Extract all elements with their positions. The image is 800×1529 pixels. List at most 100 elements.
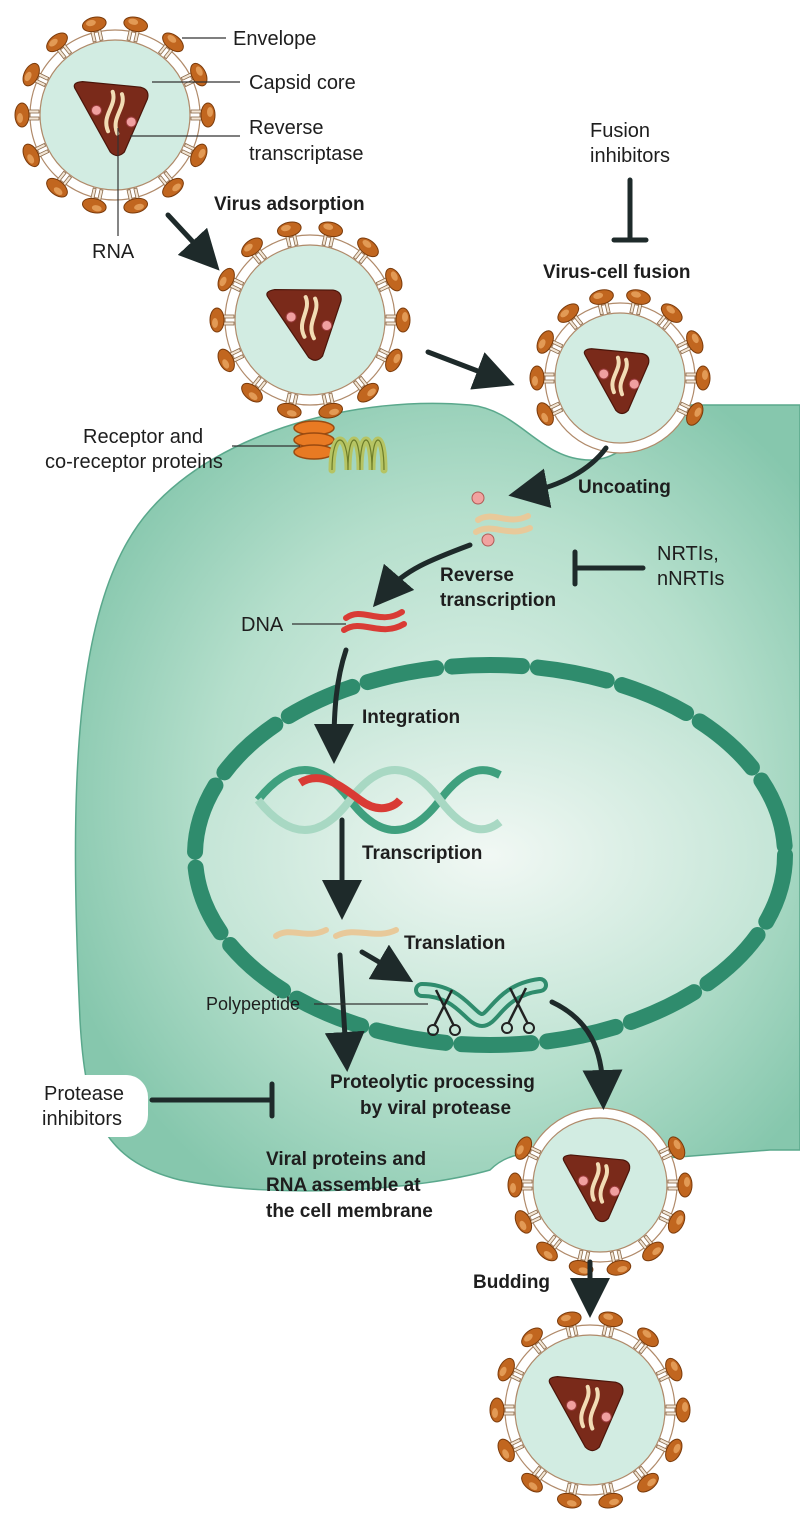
arrow-adsorption: [165, 212, 220, 271]
capsid-core: [548, 1375, 624, 1452]
envelope-spike: [277, 221, 302, 248]
scissors-icon: [501, 987, 535, 1034]
envelope-spike: [655, 1437, 683, 1463]
label-virus-cell-fusion: Virus-cell fusion: [543, 262, 690, 283]
released-virion: [489, 1311, 691, 1509]
label-receptor-line2: co-receptor proteins: [45, 451, 223, 473]
envelope-spike: [497, 1437, 525, 1463]
envelope-spike: [514, 1136, 542, 1161]
label-translation: Translation: [404, 933, 505, 954]
envelope-spike: [157, 32, 184, 60]
label-fusion-line1: Fusion: [590, 120, 650, 142]
virion-membrane: [523, 1108, 677, 1262]
fusion-inhibitor-bar: [611, 177, 649, 243]
label-assemble-line2: RNA assemble at: [266, 1175, 421, 1196]
label-budding: Budding: [473, 1272, 550, 1293]
protease-inhibitor-bar: [149, 1081, 275, 1119]
envelope-spike: [82, 16, 107, 43]
label-receptor-line1: Receptor and: [83, 426, 203, 448]
envelope-spike: [14, 102, 40, 128]
label-capsid-core: Capsid core: [249, 72, 356, 94]
envelope-spike: [626, 289, 651, 316]
envelope-spike: [658, 1136, 686, 1161]
label-rna: RNA: [92, 241, 135, 263]
label-assemble-line3: the cell membrane: [266, 1201, 433, 1222]
label-assemble-line1: Viral proteins and: [266, 1149, 426, 1170]
label-protease-line1: Protease: [44, 1083, 124, 1105]
adsorbing-virion: [209, 221, 411, 419]
envelope-spike: [22, 62, 50, 88]
capsid-core: [583, 348, 650, 415]
label-nrtis-line1: NRTIs,: [657, 543, 719, 565]
envelope-spike: [497, 1357, 525, 1383]
label-reverse-line2: transcriptase: [249, 143, 364, 165]
envelope-spike: [685, 365, 711, 391]
budding-virion: [507, 1107, 693, 1276]
envelope-spike: [514, 1209, 542, 1234]
scissors-icon: [427, 989, 461, 1036]
label-virus-adsorption: Virus adsorption: [214, 194, 365, 215]
envelope-spike: [82, 187, 107, 214]
label-protease-line2: inhibitors: [42, 1108, 122, 1130]
envelope-spike: [375, 267, 403, 293]
envelope-spike: [536, 1234, 563, 1262]
nucleus: [187, 657, 793, 1053]
arrow-uncoating: [508, 445, 609, 508]
envelope-spike: [241, 375, 268, 403]
envelope-spike: [123, 187, 148, 214]
label-reverse-line1: Reverse: [249, 117, 323, 139]
envelope-spike: [521, 1465, 548, 1493]
envelope-spike: [180, 62, 208, 88]
receptor-proteins: [293, 420, 388, 474]
label-fusion-line2: inhibitors: [590, 145, 670, 167]
envelope-spike: [318, 221, 343, 248]
label-reverse-transcription-line2: transcription: [440, 590, 556, 611]
arrow-reverse-transcription: [372, 542, 473, 608]
arrow-integration: [314, 647, 355, 764]
label-proteolytic-line2: by viral protease: [360, 1098, 511, 1119]
envelope-spike: [665, 1397, 691, 1423]
envelope-spike: [209, 307, 235, 333]
envelope-spike: [521, 1327, 548, 1355]
envelope-spike: [489, 1397, 515, 1423]
label-integration: Integration: [362, 707, 460, 728]
envelope-spike: [46, 170, 73, 198]
virion-membrane: [505, 1325, 675, 1495]
capsid-core: [562, 1154, 631, 1223]
host-dna-helix: [254, 766, 503, 834]
envelope-spike: [667, 1172, 693, 1198]
label-dna: DNA: [241, 614, 284, 636]
capsid-core: [266, 288, 342, 361]
label-uncoating: Uncoating: [578, 477, 671, 498]
envelope-spike: [217, 267, 245, 293]
envelope-spike: [676, 401, 704, 426]
uncoated-rna: [471, 491, 533, 547]
envelope-spike: [676, 330, 704, 355]
envelope-spike: [557, 303, 584, 331]
virion-membrane: [545, 303, 695, 453]
envelope-spike: [217, 347, 245, 373]
arrow-proteolytic: [324, 952, 365, 1072]
fusing-virion: [529, 289, 711, 454]
envelope-spike: [46, 32, 73, 60]
envelope-spike: [190, 102, 216, 128]
envelope-spike: [632, 1327, 659, 1355]
envelope-spike: [632, 1465, 659, 1493]
envelope-spike: [589, 289, 614, 316]
arrow-to-fusion: [425, 349, 515, 390]
envelope-spike: [637, 1234, 664, 1262]
label-reverse-transcription-line1: Reverse: [440, 565, 514, 586]
envelope-spike: [658, 1209, 686, 1234]
envelope-spike: [529, 365, 555, 391]
virion-membrane: [30, 30, 200, 200]
envelope-spike: [507, 1172, 533, 1198]
arrow-translation: [359, 944, 414, 983]
envelope-spike: [375, 347, 403, 373]
envelope-spike: [352, 237, 379, 265]
protease-label-backdrop: [30, 1075, 148, 1137]
envelope-spike: [606, 1249, 632, 1276]
envelope-spike: [568, 1249, 594, 1276]
envelope-spike: [655, 1357, 683, 1383]
envelope-spike: [385, 307, 411, 333]
